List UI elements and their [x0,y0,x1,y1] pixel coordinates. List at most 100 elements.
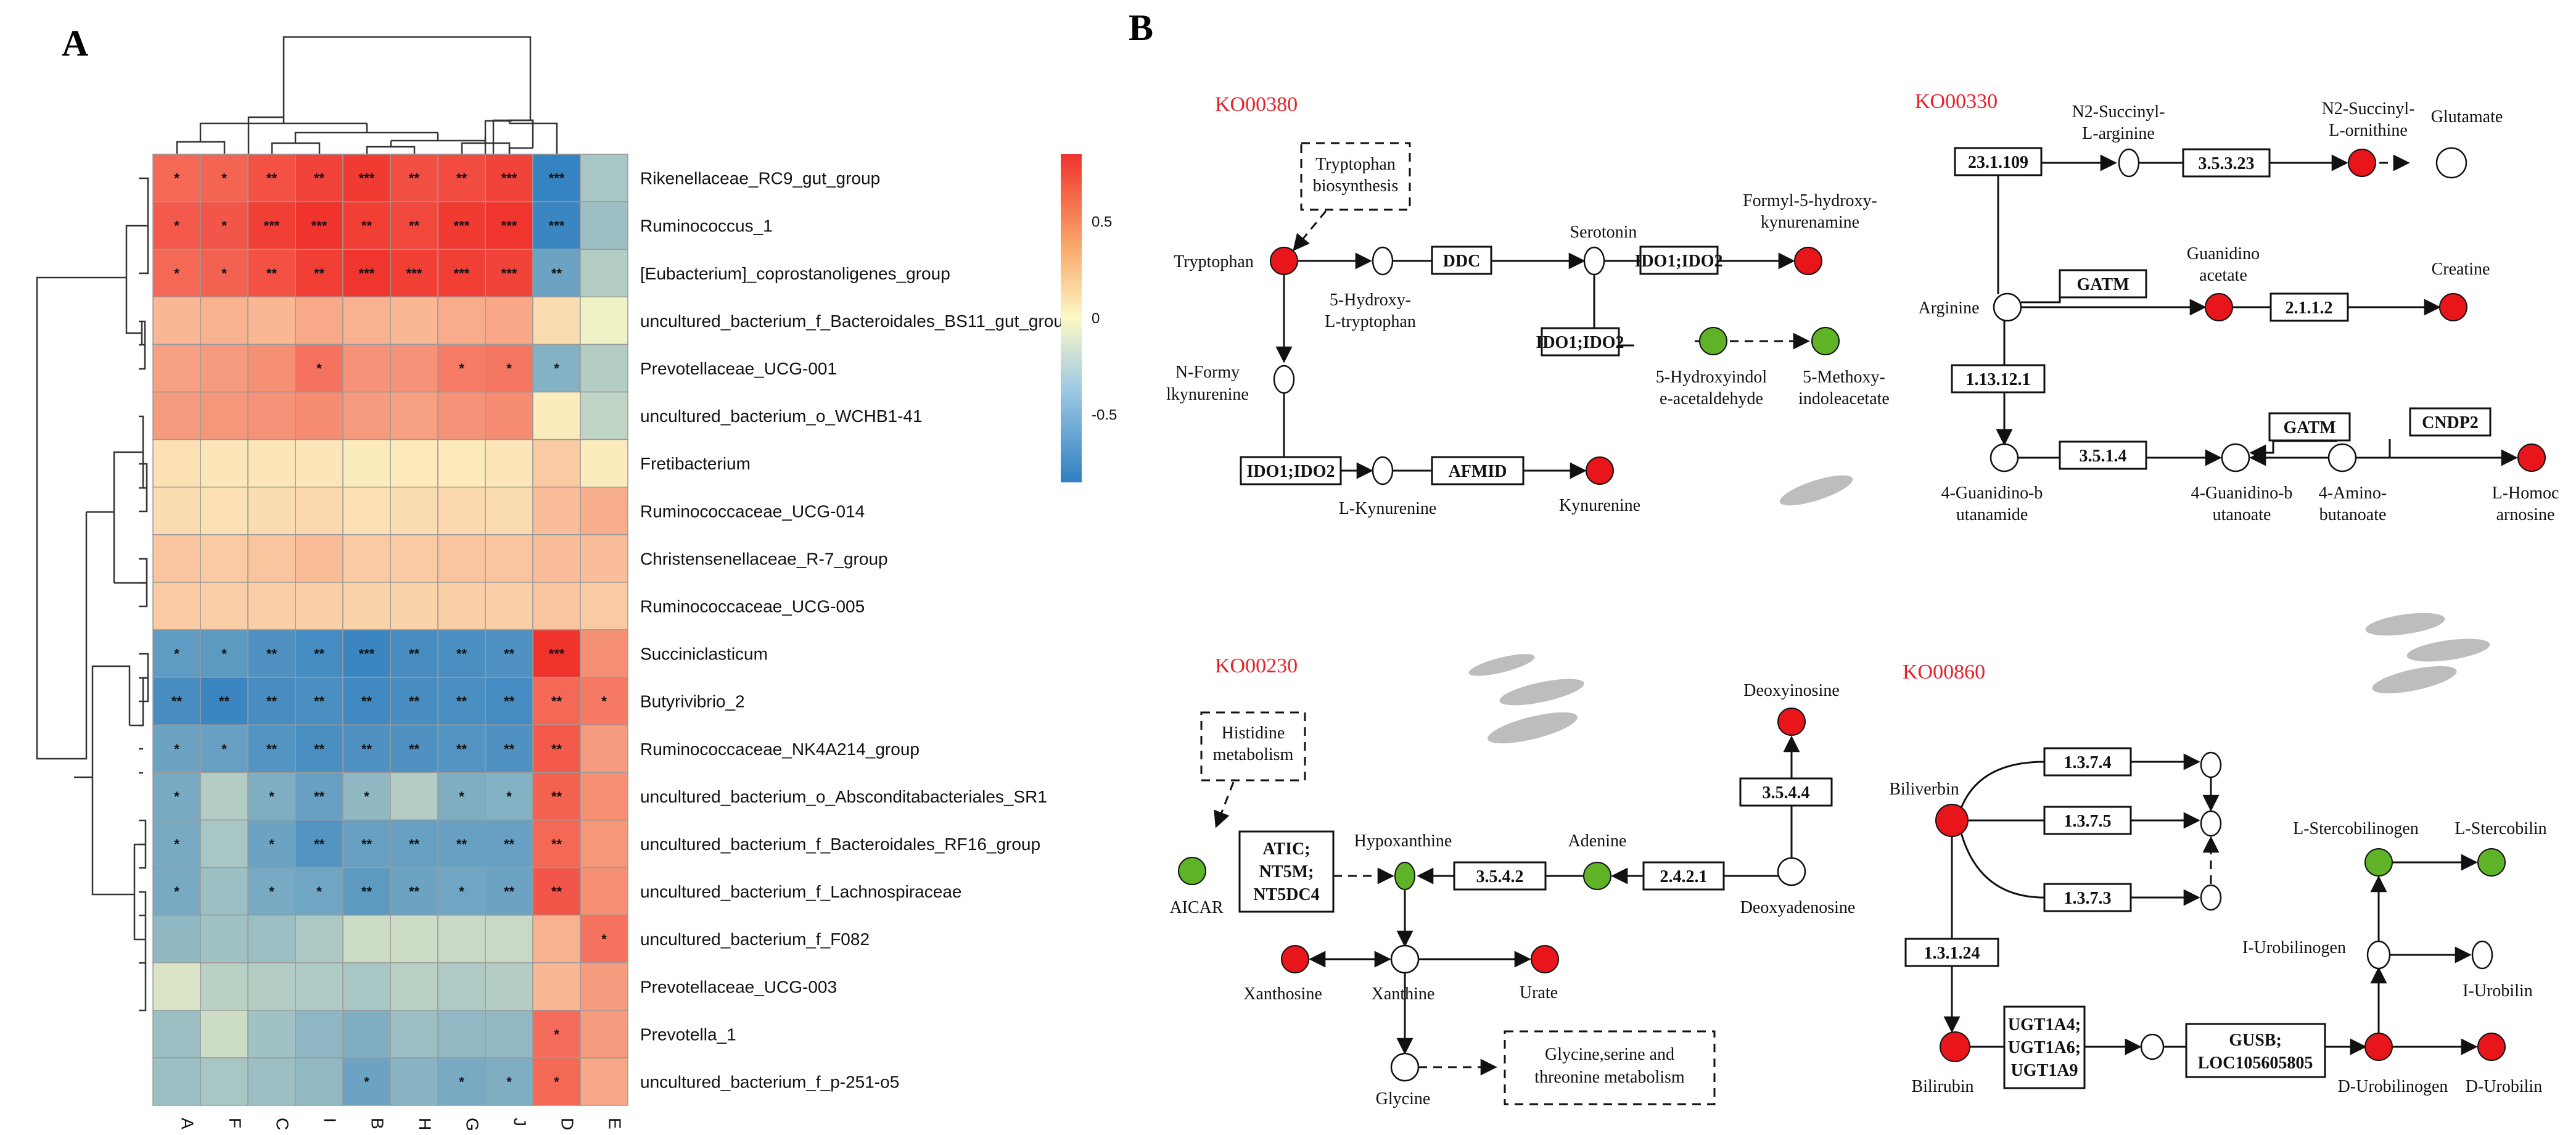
tryptophan-biosynthesis-line1: Tryptophan [1315,155,1396,174]
significance-mark: * [221,218,227,234]
enzyme-2-4-2-1 [1642,861,1725,891]
heatmap-cell [200,534,249,583]
significance-mark: ** [361,694,372,709]
heatmap-cell [295,962,344,1011]
significance-mark: * [459,884,464,899]
significance-mark: * [506,361,512,376]
heatmap-cell [437,249,486,298]
heatmap: ****************************************… [152,154,628,1106]
deoxyinosine-node [1777,708,1806,736]
significance-mark: ** [219,694,230,709]
guanidinoacetate-label-2: acetate [2199,266,2247,285]
heatmap-cell [200,914,249,964]
heatmap-cell [485,439,533,488]
heatmap-cell [152,962,201,1011]
guanidinobutanoate-node [2221,443,2250,473]
heatmap-cell [580,724,628,774]
heatmap-cell [342,249,391,298]
significance-mark: *** [501,266,517,281]
heatmap-cell [390,154,438,202]
row-label: uncultured_bacterium_f_Bacteroidales_BS1… [640,312,1073,331]
heatmap-cell [532,1057,581,1106]
enzyme-2-1-1-2-label: 2.1.1.2 [2286,299,2333,318]
significance-mark: *** [501,171,517,186]
significance-mark: * [174,266,179,281]
enzyme-1-3-7-4-label: 1.3.7.4 [2064,753,2112,772]
heatmap-cell [437,677,486,725]
tryptophan-node [1270,247,1298,275]
heatmap-cell [247,201,296,250]
d-urobilinogen-label: D-Urobilinogen [2338,1077,2448,1096]
significance-mark: ** [314,741,325,757]
significance-mark: ** [504,836,515,852]
enzyme-afmid [1431,456,1525,485]
i-urobilin-node [2471,940,2493,970]
pathway-ko00230: KO00230 Histidine metabolism Deoxyinosin… [1169,654,1855,1108]
heatmap-cell [390,296,438,345]
significance-mark: ** [551,694,562,709]
significance-mark: ** [409,218,420,234]
enzyme-1-3-1-24 [1904,938,1999,967]
heatmap-cell [532,486,581,535]
heatmap-cell [437,344,486,393]
heatmap-cell [247,582,296,630]
heatmap-cell [342,534,391,583]
heatmap-cell [152,344,201,393]
heatmap-cell [580,1010,628,1059]
creatine-label: Creatine [2432,260,2490,279]
heatmap-cell [390,772,438,821]
heatmap-cell [295,296,344,345]
urate-label: Urate [1520,983,1558,1002]
heatmap-cell [342,201,391,250]
heatmap-cell [247,677,296,725]
significance-mark: ** [504,646,515,662]
enzyme-1-3-7-5-label: 1.3.7.5 [2064,812,2112,831]
enzyme-ugt-line2: UGT1A6; [2008,1038,2081,1057]
significance-mark: ** [409,646,420,662]
tryptophan-biosynthesis-line2: biosynthesis [1313,176,1398,196]
significance-mark: ** [456,836,467,852]
creatine-node [2439,293,2467,321]
biliverdin-node [1935,804,1969,837]
heatmap-cell [247,724,296,774]
n2so-label-1: N2-Succinyl- [2322,99,2415,118]
heatmap-cell [580,439,628,488]
gbam-label-2: utanamide [1956,505,2028,524]
heatmap-cell [390,1057,438,1106]
heatmap-cell [390,534,438,583]
heatmap-cell [485,677,533,725]
significance-mark: ** [266,741,278,757]
nfk-label-2: lkynurenine [1166,385,1249,404]
enzyme-1-13-12-1 [1951,364,2046,394]
row-dendrogram [36,177,149,1012]
heatmap-cell [247,772,296,821]
heatmap-cell [152,391,201,440]
col-label: B [368,1118,387,1129]
significance-mark: * [506,789,512,804]
heatmap-cell [200,867,249,916]
significance-mark: ** [266,171,278,186]
heatmap-cell [580,391,628,440]
colorbar-tick-label: 0.5 [1092,214,1112,231]
heatmap-cell [390,1010,438,1059]
enzyme-gusb [2185,1023,2326,1078]
significance-mark: ** [409,836,420,852]
aicar-label: AICAR [1169,898,1223,917]
col-label: C [273,1118,292,1130]
significance-mark: * [506,1074,512,1089]
significance-mark: *** [501,218,517,234]
significance-mark: * [174,171,179,186]
heatmap-cell [295,391,344,440]
enzyme-ugt-line1: UGT1A4; [2008,1015,2081,1034]
heatmap-cell [152,819,201,869]
l-stercobilin-label: L-Stercobilin [2455,819,2546,838]
heatmap-cell [437,914,486,964]
intermediate-node-2 [2200,810,2222,837]
histidine-line2: metabolism [1213,745,1294,764]
significance-mark: * [221,266,227,281]
heatmap-cell [152,724,201,774]
heatmap-cell [437,201,486,250]
deoxyinosine-label: Deoxyinosine [1743,681,1840,700]
significance-mark: * [221,741,227,757]
enzyme-gusb-line2: LOC105605805 [2198,1054,2313,1073]
